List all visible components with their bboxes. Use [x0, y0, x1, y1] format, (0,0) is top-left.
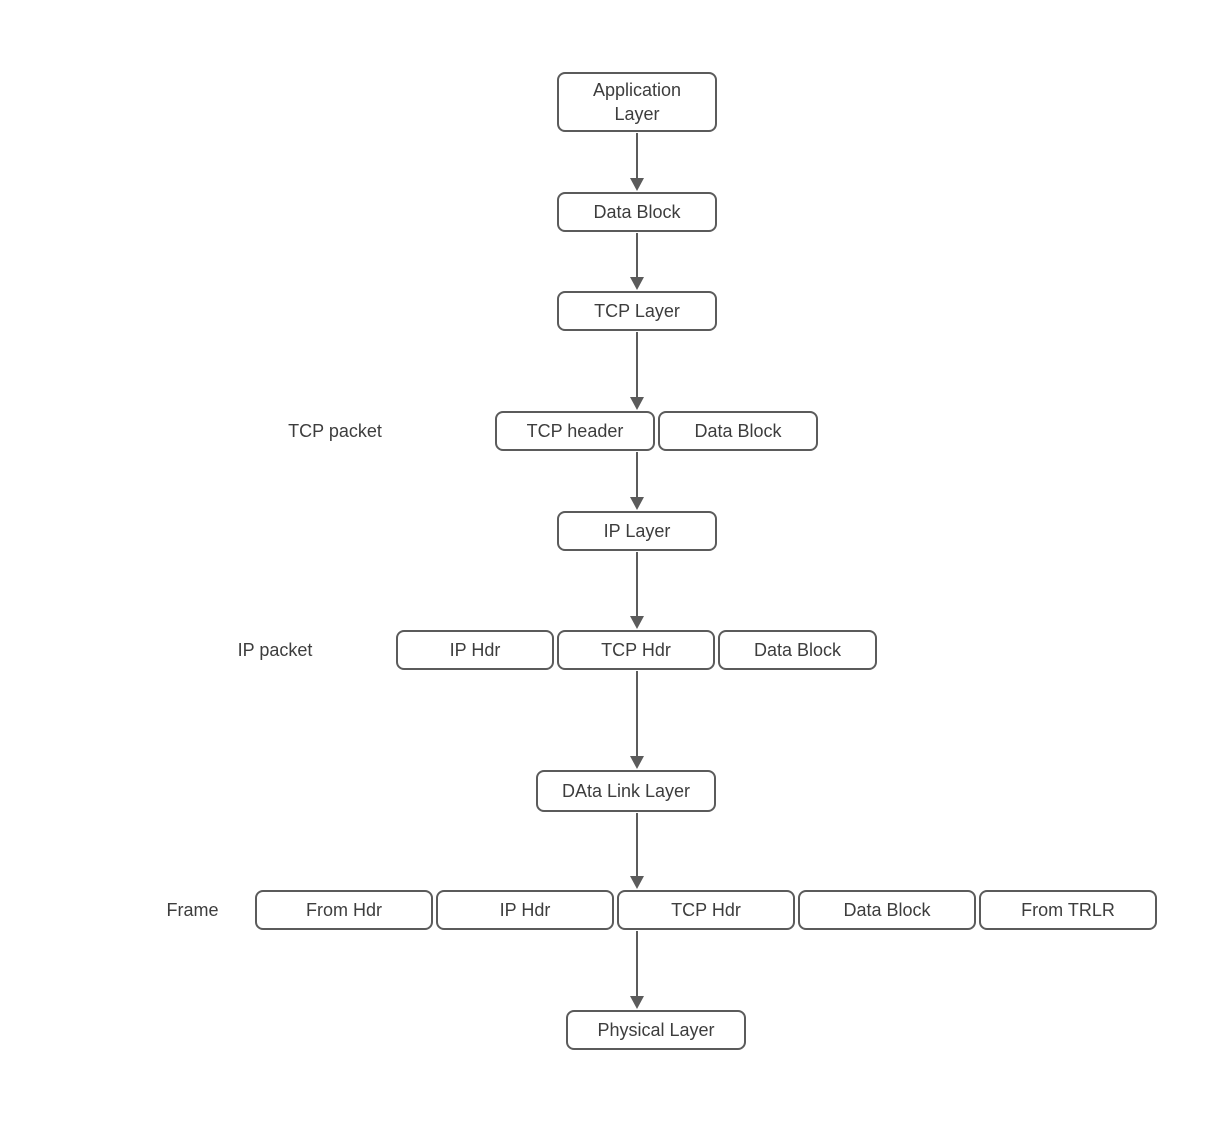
node-frame-data-block: Data Block	[798, 890, 976, 930]
node-physical-layer: Physical Layer	[566, 1010, 746, 1050]
node-frame-from-hdr: From Hdr	[255, 890, 433, 930]
node-ip-hdr: IP Hdr	[396, 630, 554, 670]
node-data-link-layer: DAta Link Layer	[536, 770, 716, 812]
arrow-head	[630, 397, 644, 410]
node-ip-layer: IP Layer	[557, 511, 717, 551]
arrow-shaft	[636, 452, 638, 498]
arrow-shaft	[636, 813, 638, 877]
arrow-head	[630, 616, 644, 629]
node-application-layer: Application Layer	[557, 72, 717, 132]
arrow-datalink-to-frame	[630, 813, 644, 889]
arrow-iplayer-to-ippacket	[630, 552, 644, 629]
row-label-frame: Frame	[166, 899, 219, 920]
arrow-application-to-datablock	[630, 133, 644, 191]
row-label-ip-packet: IP packet	[237, 639, 313, 660]
node-frame-tcp-hdr: TCP Hdr	[617, 890, 795, 930]
arrow-shaft	[636, 552, 638, 617]
arrow-tcplayer-to-tcppacket	[630, 332, 644, 410]
arrow-shaft	[636, 332, 638, 398]
node-ip-packet-tcp-hdr: TCP Hdr	[557, 630, 715, 670]
arrow-shaft	[636, 931, 638, 997]
node-tcp-layer: TCP Layer	[557, 291, 717, 331]
node-frame-from-trlr: From TRLR	[979, 890, 1157, 930]
arrow-head	[630, 756, 644, 769]
arrow-shaft	[636, 671, 638, 757]
arrow-shaft	[636, 233, 638, 278]
node-frame-ip-hdr: IP Hdr	[436, 890, 614, 930]
node-data-block-top: Data Block	[557, 192, 717, 232]
arrow-head	[630, 277, 644, 290]
node-tcp-packet-data-block: Data Block	[658, 411, 818, 451]
row-label-tcp-packet: TCP packet	[288, 420, 382, 441]
arrow-frame-to-physical	[630, 931, 644, 1009]
node-ip-packet-data-block: Data Block	[718, 630, 877, 670]
arrow-ippacket-to-datalink	[630, 671, 644, 769]
arrow-head	[630, 996, 644, 1009]
arrow-head	[630, 178, 644, 191]
arrow-datablock-to-tcplayer	[630, 233, 644, 290]
arrow-tcppacket-to-iplayer	[630, 452, 644, 510]
node-tcp-header: TCP header	[495, 411, 655, 451]
arrow-shaft	[636, 133, 638, 179]
arrow-head	[630, 497, 644, 510]
arrow-head	[630, 876, 644, 889]
